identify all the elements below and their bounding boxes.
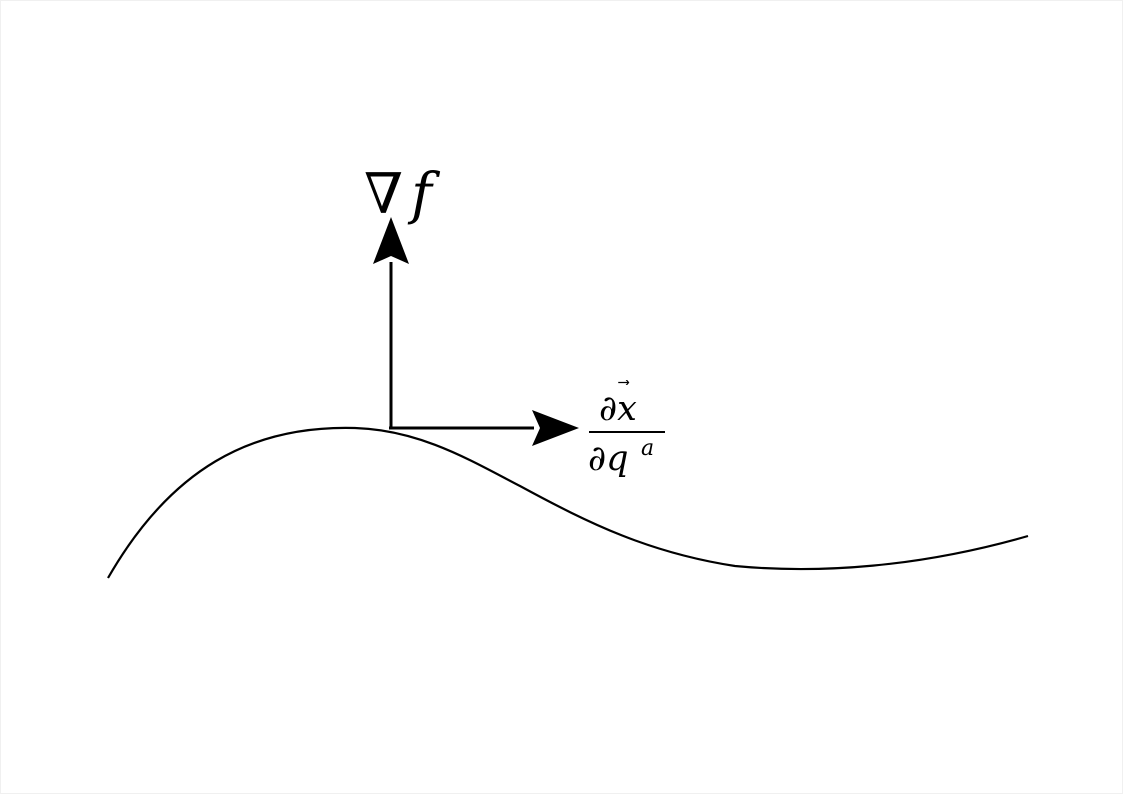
surface-curve [107, 426, 1029, 579]
tangent-numerator-partial: ∂ [599, 389, 617, 429]
gradient-arrowhead [373, 217, 409, 264]
tangent-arrowhead [532, 410, 579, 446]
tangent-numerator-var: x [617, 389, 637, 429]
tangent-denominator-superscript: a [641, 436, 654, 461]
tangent-denominator-var: q [606, 439, 628, 479]
tangent-label: ∂x ⃗ ∂q a [588, 380, 665, 479]
tangent-denominator-partial: ∂ [588, 439, 606, 479]
tangent-denominator: ∂q [588, 439, 629, 479]
gradient-nabla: ∇ [364, 162, 403, 227]
tangent-numerator: ∂x [599, 389, 637, 429]
tangent-numerator-vector-arrow: ⃗ [618, 380, 630, 386]
gradient-label: ∇f [364, 162, 441, 227]
gradient-var: f [407, 162, 441, 227]
